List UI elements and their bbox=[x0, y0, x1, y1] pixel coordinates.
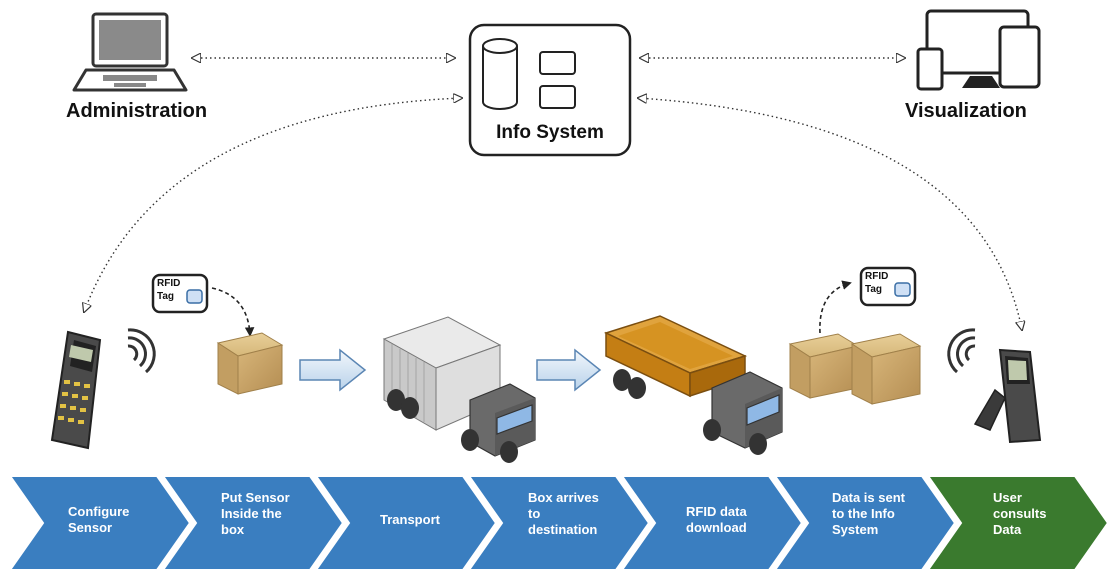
step-5-label: RFID data download bbox=[686, 504, 747, 535]
step-chevron-6 bbox=[773, 475, 957, 569]
step-chevron-2 bbox=[161, 475, 345, 569]
step-1-label: Configure Sensor bbox=[68, 504, 130, 535]
module-block-icon bbox=[539, 51, 576, 75]
rfid-scanner-icon bbox=[947, 328, 1042, 444]
box-icon bbox=[850, 333, 922, 405]
info-system-node bbox=[468, 23, 632, 157]
rfid-tag-2 bbox=[819, 266, 917, 334]
box-icon bbox=[216, 332, 284, 395]
rfid-scanner-icon bbox=[50, 328, 156, 450]
rfid-tag-2-line2: Tag bbox=[865, 284, 883, 295]
connectors bbox=[84, 58, 1022, 330]
connector-info-user bbox=[638, 98, 1022, 330]
step-4-label: Box arrives to destination bbox=[528, 490, 599, 537]
database-icon bbox=[482, 38, 518, 110]
box-icon bbox=[788, 333, 860, 399]
rfid-tag-2-arrow bbox=[819, 280, 852, 334]
devices-icon bbox=[916, 9, 1041, 91]
truck-icon bbox=[382, 316, 536, 463]
step-7-label: User consults Data bbox=[993, 490, 1047, 537]
rfid-tag-1-line2: Tag bbox=[157, 291, 175, 302]
rfid-tag-1-arrow bbox=[211, 287, 255, 337]
info-system-label: Info System bbox=[496, 122, 604, 143]
laptop-icon bbox=[72, 12, 188, 92]
process-steps-banner bbox=[8, 475, 1110, 569]
step-chevron-1 bbox=[8, 475, 192, 569]
step-chevron-5 bbox=[620, 475, 804, 569]
rfid-tag-2-line1: RFID bbox=[865, 271, 889, 282]
administration-label: Administration bbox=[66, 100, 208, 122]
arrow-icon bbox=[299, 348, 367, 392]
arrow-icon bbox=[536, 348, 602, 392]
flatbed-truck-icon bbox=[603, 315, 783, 455]
step-chevron-3 bbox=[314, 475, 498, 569]
step-3-label: Transport bbox=[380, 512, 440, 527]
step-chevron-4 bbox=[467, 475, 651, 569]
rfid-tag-1-line1: RFID bbox=[157, 278, 181, 289]
connector-info-configure bbox=[84, 98, 462, 312]
step-chevron-7 bbox=[926, 475, 1110, 569]
rfid-tag-1 bbox=[151, 273, 255, 337]
step-6-label: Data is sent to the Info System bbox=[832, 490, 905, 537]
module-block-icon bbox=[539, 85, 576, 109]
visualization-label: Visualization bbox=[905, 100, 1027, 122]
step-2-label: Put Sensor Inside the box bbox=[221, 490, 290, 537]
